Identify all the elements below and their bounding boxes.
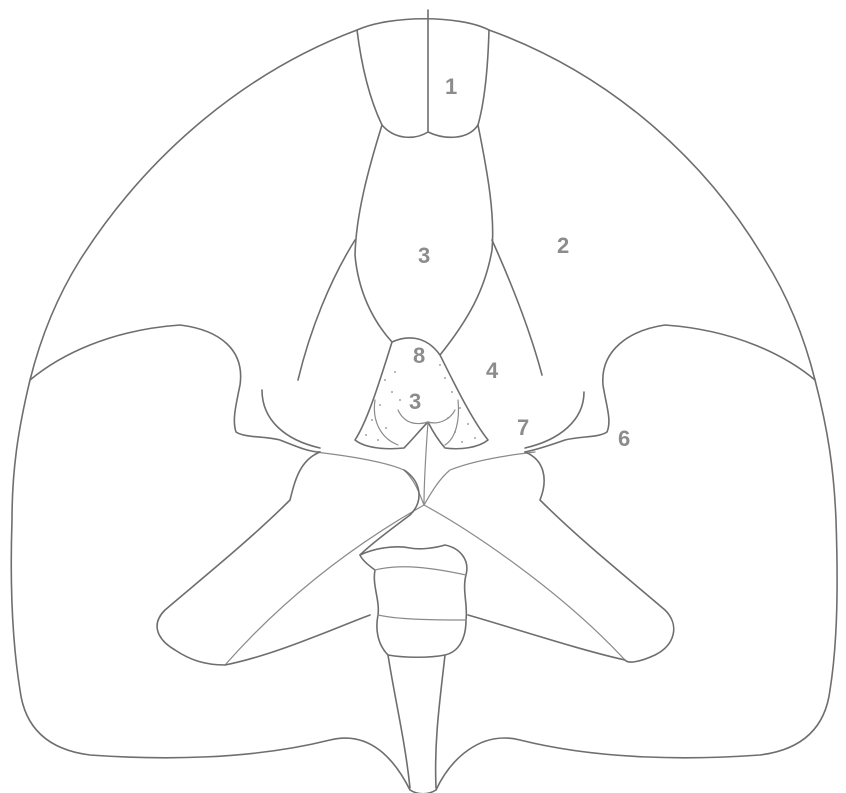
bone-8-inner-left bbox=[374, 400, 398, 445]
right-lateral-flange bbox=[525, 325, 815, 452]
left-wing bbox=[157, 452, 370, 665]
label-bone-2: 2 bbox=[557, 235, 569, 257]
central-suture-left bbox=[315, 452, 424, 505]
right-orbit-curve bbox=[525, 392, 584, 448]
suture-right bbox=[492, 240, 542, 375]
label-bone-8: 8 bbox=[413, 345, 425, 367]
label-bone-3-upper: 3 bbox=[418, 245, 430, 267]
bone-8-inner-right bbox=[445, 400, 458, 445]
left-lateral-flange bbox=[30, 325, 320, 452]
suture-left bbox=[298, 240, 355, 380]
central-block-bottom bbox=[378, 615, 466, 620]
bone-3-upper-outline bbox=[355, 125, 493, 355]
label-bone-6: 6 bbox=[618, 428, 630, 450]
central-suture-right bbox=[424, 452, 535, 505]
central-block-top bbox=[375, 567, 466, 575]
bone-3-lower-outline bbox=[398, 410, 455, 424]
label-bone-4: 4 bbox=[486, 360, 498, 382]
label-bone-7: 7 bbox=[517, 417, 529, 439]
right-wing bbox=[468, 452, 674, 662]
label-bone-1: 1 bbox=[445, 76, 457, 98]
suture-lower-right bbox=[424, 505, 625, 660]
label-bone-3-lower: 3 bbox=[409, 391, 421, 413]
suture-lower-left bbox=[225, 505, 424, 665]
bone-1-outline bbox=[357, 30, 489, 137]
central-suture-vertical bbox=[424, 422, 428, 505]
left-orbit-curve bbox=[262, 390, 320, 448]
central-block bbox=[360, 545, 467, 657]
